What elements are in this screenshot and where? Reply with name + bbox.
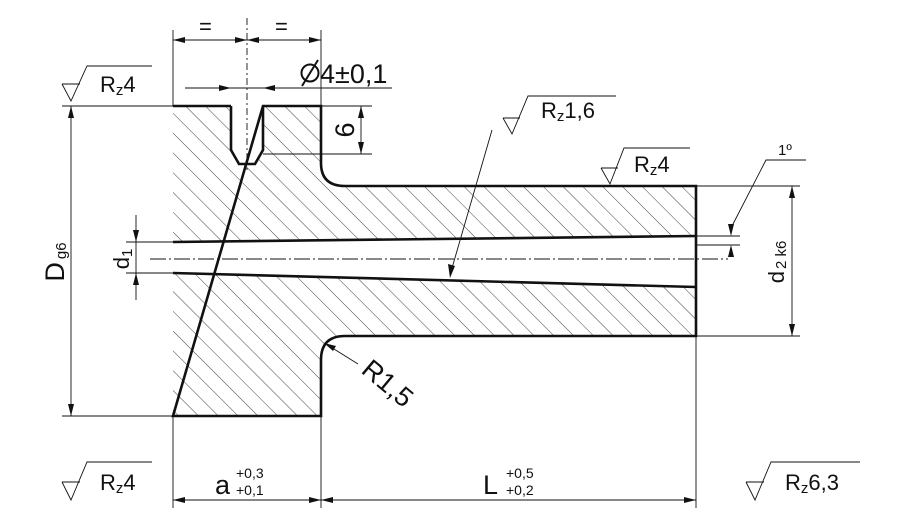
roughness-symbol-bottom-right: Rz6,3: [745, 461, 860, 502]
svg-text:Rz4: Rz4: [100, 470, 136, 497]
roughness-symbol-top-left: Rz4: [61, 65, 152, 103]
outer-diameter-label: Dg6: [40, 242, 70, 281]
hole-depth-label: 6: [330, 122, 360, 137]
upper-hatch: [173, 106, 696, 242]
roughness-symbol-bottom-left: Rz4: [61, 461, 152, 502]
radius-dimension: R1,5: [324, 343, 419, 413]
diameter-icon: [300, 59, 320, 87]
bore-diameter-d1-dimension: d1: [109, 215, 173, 300]
svg-text:Rz1,6: Rz1,6: [541, 98, 595, 125]
equal-right-label: =: [275, 14, 288, 39]
bore-lower-line: [172, 271, 697, 289]
svg-text:Rz4: Rz4: [100, 72, 136, 99]
shaft-d2-label: d2 k6: [764, 241, 790, 284]
svg-text:Rz4: Rz4: [634, 152, 670, 179]
a-upper-tolerance: +0,3: [236, 465, 264, 481]
angle-label: 1º: [778, 142, 792, 159]
hole-depth-dimension: 6: [263, 105, 372, 155]
lower-hatch: [173, 273, 696, 416]
hole-diameter-label: 4±0,1: [320, 59, 387, 89]
equal-dimension: = =: [172, 14, 322, 106]
L-lower-tolerance: +0,2: [506, 482, 534, 498]
length-dimensions: a +0,3 +0,1 L +0,5 +0,2: [172, 336, 697, 508]
roughness-symbol-shaft: Rz4: [600, 147, 690, 186]
hole-diameter-dimension: 4±0,1: [185, 59, 392, 91]
bore-d1-label: d1: [109, 249, 136, 270]
outer-diameter-dimension: Dg6: [40, 105, 173, 417]
a-lower-tolerance: +0,1: [236, 482, 264, 498]
bore-leader-line: [449, 129, 493, 276]
a-dimension-label: a: [215, 470, 231, 500]
equal-left-label: =: [199, 14, 212, 39]
bore-upper-line: [172, 234, 697, 244]
taper-angle-dimension: 1º: [696, 142, 806, 257]
L-dimension-label: L: [483, 470, 498, 500]
L-upper-tolerance: +0,5: [506, 465, 534, 481]
svg-text:Rz6,3: Rz6,3: [785, 470, 839, 497]
radius-label: R1,5: [356, 354, 419, 414]
part-section: [171, 104, 698, 418]
shaft-diameter-d2-dimension: d2 k6: [696, 185, 800, 337]
roughness-symbol-bore: Rz1,6: [448, 95, 616, 278]
